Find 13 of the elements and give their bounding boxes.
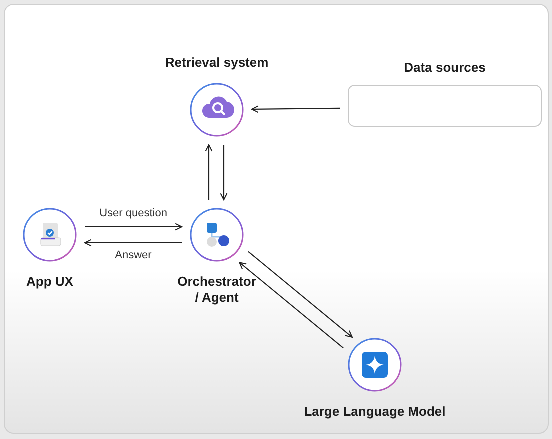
arrow <box>248 251 353 338</box>
node-label: Retrieval system <box>165 55 269 71</box>
node-label: App UX <box>26 274 74 290</box>
arrow <box>84 239 182 247</box>
arrow <box>239 262 344 349</box>
node-label: Data sources <box>404 60 486 76</box>
arrow <box>220 145 228 201</box>
node-label: Large Language Model <box>304 404 446 420</box>
arrow <box>205 144 213 200</box>
arrow <box>251 106 340 114</box>
edge-label: User question <box>98 208 170 220</box>
arrow <box>85 223 183 231</box>
node-label: Orchestrator / Agent <box>176 274 258 306</box>
